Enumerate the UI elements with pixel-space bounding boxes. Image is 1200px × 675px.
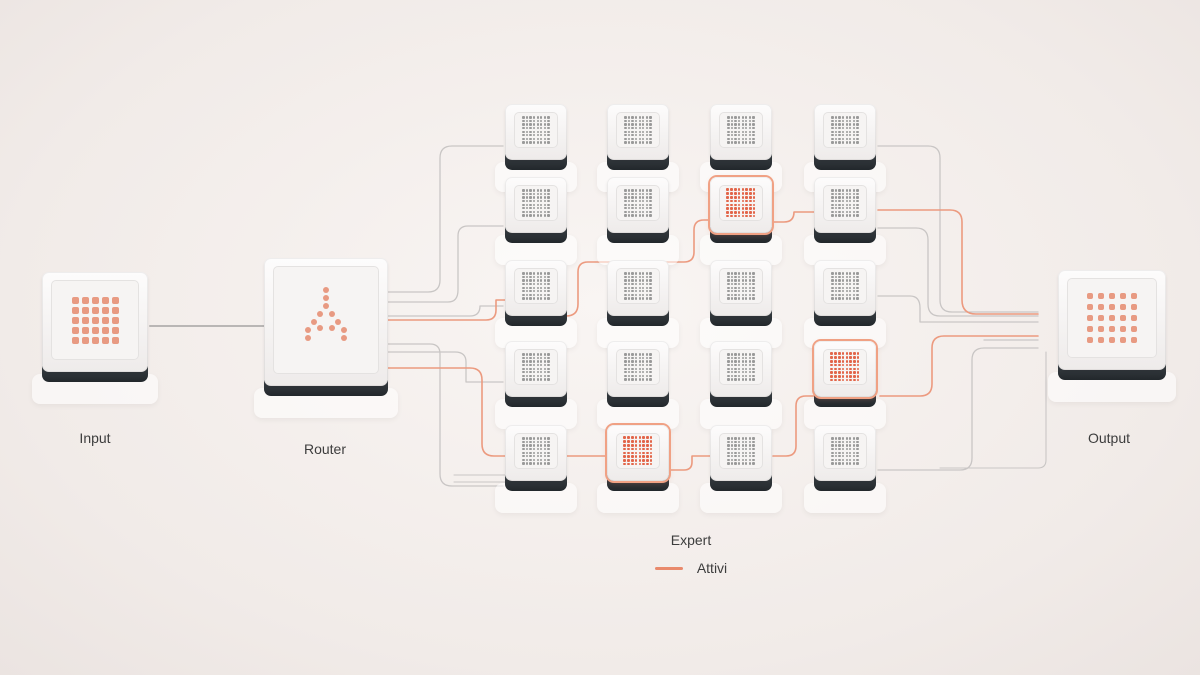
expert-dot-grid	[623, 436, 653, 466]
wire-router-expert-r4	[387, 351, 504, 383]
wire-active-r5c2-to-r5c3	[669, 455, 713, 471]
input-module	[32, 272, 158, 404]
expert-dot-grid	[831, 116, 859, 144]
wire-active-router-r3	[387, 299, 506, 321]
expert-module	[495, 177, 577, 265]
expert-dot-grid	[624, 189, 652, 217]
output-token-grid	[1087, 293, 1137, 343]
expert-module	[804, 341, 886, 429]
expert-dot-grid	[624, 353, 652, 381]
wire-router-expert-r2	[387, 225, 504, 303]
input-token-grid	[71, 296, 119, 344]
legend-active-label: Attivi	[696, 560, 728, 576]
expert-dot-grid	[522, 189, 550, 217]
expert-module	[804, 177, 886, 265]
expert-module	[700, 260, 782, 348]
wire-router-expert-r5	[387, 343, 504, 487]
expert-dot-grid	[830, 352, 860, 382]
wire-active-r3-to-r2c3	[565, 219, 711, 317]
input-label: Input	[79, 430, 111, 446]
router-label: Router	[303, 441, 347, 457]
expert-dot-grid	[624, 272, 652, 300]
expert-module	[700, 341, 782, 429]
wire-active-r2c4-to-output	[877, 209, 1039, 315]
expert-module	[495, 260, 577, 348]
expert-dot-grid	[522, 272, 550, 300]
wire-expert-r2-output	[877, 227, 1039, 317]
expert-dot-grid	[831, 272, 859, 300]
expert-dot-grid	[727, 272, 755, 300]
expert-module	[597, 341, 679, 429]
expert-module	[597, 177, 679, 265]
wire-expert-r1-output	[877, 145, 1039, 313]
expert-dot-grid	[727, 116, 755, 144]
wire-router-expert-r3	[387, 305, 504, 317]
experts-label: Expert	[670, 532, 712, 548]
expert-dot-grid	[831, 189, 859, 217]
expert-module	[804, 104, 886, 192]
expert-dot-grid	[624, 116, 652, 144]
expert-module	[597, 104, 679, 192]
router-module	[254, 258, 398, 418]
expert-dot-grid	[831, 437, 859, 465]
wire-active-router-r5	[387, 367, 506, 457]
output-label: Output	[1087, 430, 1131, 446]
expert-module	[495, 341, 577, 429]
wire-router-expert-r1	[387, 145, 504, 293]
legend-active-swatch	[655, 567, 683, 570]
expert-dot-grid	[522, 353, 550, 381]
wire-active-r2c3-to-r2c4	[771, 211, 816, 223]
wire-expert-r5-output	[877, 347, 1039, 471]
expert-dot-grid	[727, 353, 755, 381]
expert-module	[597, 425, 679, 513]
expert-module	[597, 260, 679, 348]
expert-module	[700, 425, 782, 513]
expert-dot-grid	[726, 188, 756, 218]
wire-active-r5c3-to-r4c4	[772, 395, 821, 457]
expert-module	[700, 177, 782, 265]
wire-expert-r3-output	[877, 295, 1039, 323]
expert-module	[495, 104, 577, 192]
wire-output-bus	[939, 351, 1047, 469]
expert-dot-grid	[522, 437, 550, 465]
output-module	[1048, 270, 1176, 402]
expert-module	[495, 425, 577, 513]
expert-dot-grid	[522, 116, 550, 144]
expert-module	[804, 260, 886, 348]
router-branch-icon	[305, 287, 347, 341]
expert-module	[804, 425, 886, 513]
wire-active-r4c4-to-output	[879, 335, 1039, 397]
expert-module	[700, 104, 782, 192]
expert-dot-grid	[727, 437, 755, 465]
